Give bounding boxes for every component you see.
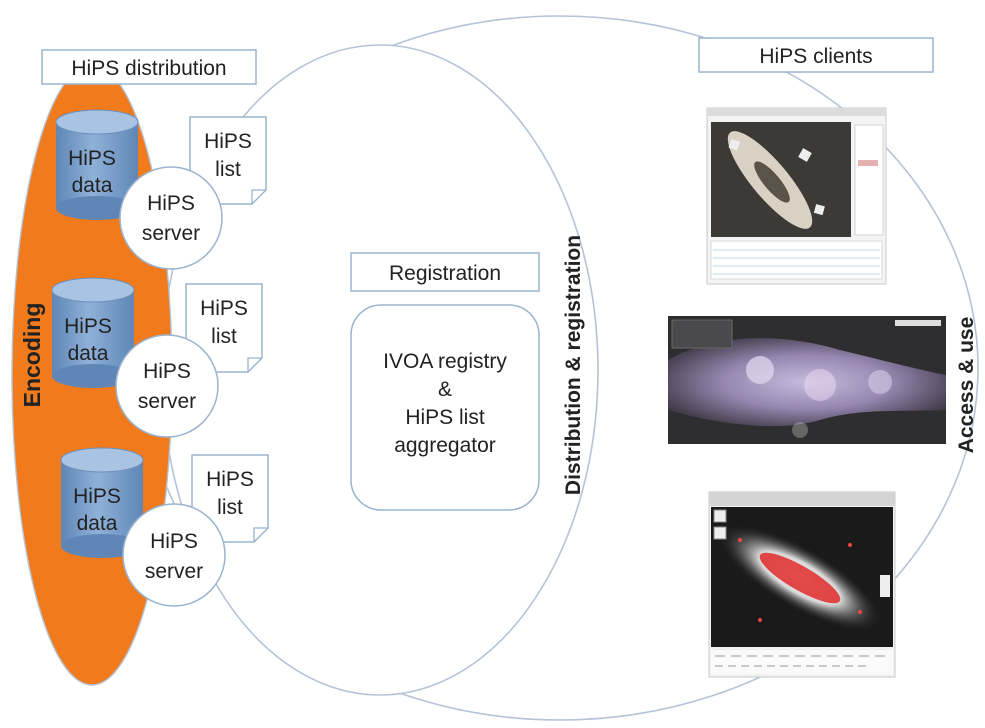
hips-distribution-label: HiPS distribution (71, 57, 226, 80)
hips-node-3: HiPS list HiPS data HiPS server (60, 447, 269, 607)
hips-server-text-1a: HiPS (147, 192, 195, 215)
hips-server-text-1b: server (142, 222, 200, 245)
client-screenshot-2 (668, 316, 946, 444)
hips-list-text-3a: HiPS (206, 468, 254, 491)
hips-server-circle-3: HiPS server (122, 503, 226, 607)
hips-list-doc-2: HiPS list (185, 283, 263, 373)
hips-clients-label: HiPS clients (759, 45, 872, 68)
hips-data-text-2b: data (68, 342, 109, 365)
hips-clients-label-box: HiPS clients (698, 37, 934, 73)
registration-label: Registration (389, 262, 501, 285)
registry-line-3: HiPS list (405, 406, 485, 429)
hips-list-text-1b: list (215, 158, 241, 181)
registration-label-box: Registration (350, 252, 540, 292)
access-use-label: Access & use (955, 317, 978, 454)
hips-data-cylinder-2: HiPS data (51, 277, 135, 388)
hips-list-doc-1: HiPS list (189, 116, 267, 205)
hips-node-2: HiPS list HiPS data HiPS server (51, 277, 263, 438)
hips-server-circle-2: HiPS server (115, 334, 219, 438)
distribution-registration-label: Distribution & registration (562, 235, 585, 495)
hips-server-text-3b: server (145, 560, 203, 583)
client-screenshot-3 (708, 491, 896, 678)
hips-list-text-3b: list (217, 496, 243, 519)
hips-data-cylinder-1: HiPS data (55, 109, 139, 220)
hips-list-text-1a: HiPS (204, 130, 252, 153)
registry-line-1: IVOA registry (383, 350, 507, 373)
hips-node-1: HiPS list HiPS data HiPS server (55, 109, 267, 270)
hips-data-text-1a: HiPS (68, 147, 116, 170)
hips-data-text-3a: HiPS (73, 485, 121, 508)
hips-list-text-2b: list (211, 325, 237, 348)
registry-line-4: aggregator (394, 434, 496, 457)
encoding-label: Encoding (19, 303, 45, 408)
hips-data-text-3b: data (77, 512, 118, 535)
hips-distribution-label-box: HiPS distribution (41, 49, 257, 85)
hips-server-circle-1: HiPS server (119, 166, 223, 270)
hips-list-text-2a: HiPS (200, 297, 248, 320)
hips-data-text-1b: data (72, 174, 113, 197)
client-screenshot-1 (706, 107, 887, 285)
hips-data-text-2a: HiPS (64, 315, 112, 338)
hips-server-text-2a: HiPS (143, 360, 191, 383)
hips-server-text-3a: HiPS (150, 530, 198, 553)
hips-server-text-2b: server (138, 390, 196, 413)
registry-line-2: & (438, 378, 452, 401)
registry-aggregator-box: IVOA registry & HiPS list aggregator (350, 304, 540, 511)
